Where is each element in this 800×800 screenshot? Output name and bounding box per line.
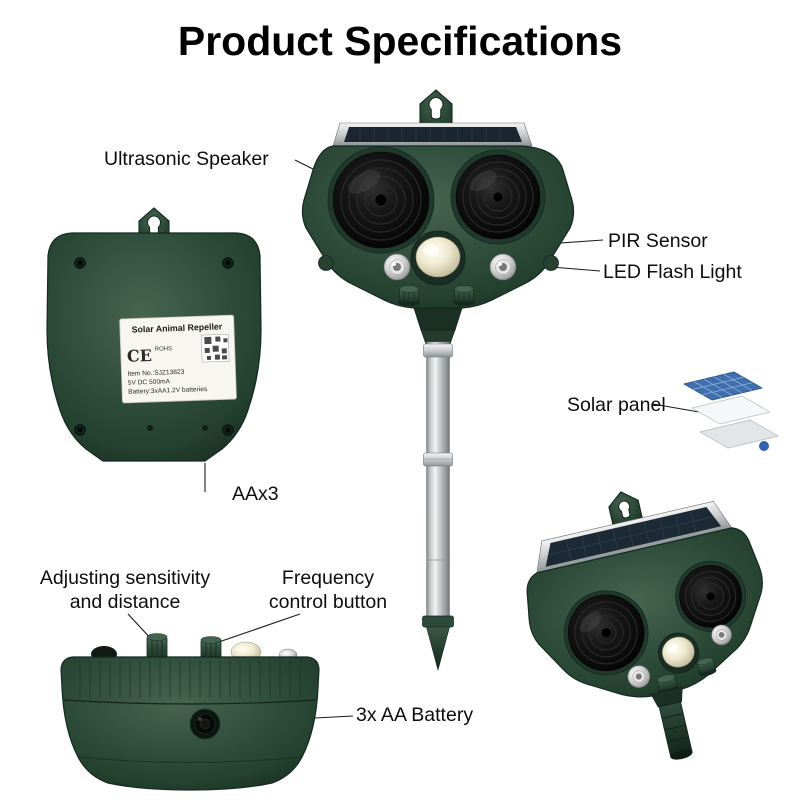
rohs-mark: ROHS (155, 346, 173, 353)
stub-ridge (661, 713, 684, 719)
keyhole (147, 215, 161, 236)
ce-mark: CE (127, 346, 153, 366)
solar-panel-top (344, 127, 522, 142)
ultrasonic-speaker-right (450, 149, 546, 245)
label-aax3: AAx3 (232, 483, 279, 505)
pir-sensor-dome (410, 230, 466, 286)
qr-code (200, 333, 230, 363)
solar-panel-layers-illustration (683, 371, 779, 451)
label-adjusting-sensitivity: Adjusting sensitivity and distance (20, 566, 230, 614)
leader-line-frequency (215, 613, 301, 644)
device-back-view: Solar Animal Repeller CE ROHS Item No.:S… (46, 207, 262, 462)
label-led-flash-light: LED Flash Light (603, 261, 742, 283)
stake-sleeve (423, 343, 453, 358)
leader-line-solar-panel (652, 403, 700, 413)
frequency-knob (200, 636, 222, 660)
label-ultrasonic-speaker: Ultrasonic Speaker (104, 148, 269, 170)
ultrasonic-speaker-left (563, 590, 649, 676)
stub-ridge (667, 736, 689, 743)
sticker-battery-spec: Battery:3xAA1.2V batteries (128, 386, 208, 396)
solar-grid (548, 511, 714, 560)
sensitivity-knob (398, 285, 420, 306)
led-flash-light-right (711, 624, 732, 646)
sticker-product-name: Solar Animal Repeller (132, 321, 223, 334)
tip-collar (422, 615, 454, 628)
side-screw-left (318, 255, 334, 271)
page-title: Product Specifications (177, 18, 623, 64)
label-3aa-battery: 3x AA Battery (356, 704, 474, 726)
label-frequency-control: Frequency control button (253, 566, 403, 614)
layer-top-solar (683, 371, 763, 401)
ultrasonic-speaker-left (327, 146, 435, 254)
device-neck (413, 307, 463, 331)
label-pir-sensor: PIR Sensor (608, 230, 708, 252)
sticker-item-no: Item No.:SJZ13823 (127, 369, 184, 378)
label-line: control button (268, 591, 388, 613)
label-line: Frequency (281, 567, 375, 589)
bottom-seam (63, 699, 317, 705)
ground-stake (426, 341, 450, 628)
layer-bottom (699, 419, 779, 449)
stub-end (670, 750, 693, 760)
led-flash-light-right (489, 253, 517, 281)
stub-ridge (664, 724, 687, 731)
mount-stub (658, 701, 693, 758)
led-flash-light-left (383, 253, 411, 281)
layer-middle (691, 395, 771, 425)
led-flash-light-left (627, 665, 651, 688)
side-screw-right (543, 255, 559, 271)
keyhole (618, 500, 631, 519)
frequency-knob (453, 285, 475, 306)
ultrasonic-speaker-right (675, 560, 747, 632)
battery-cap (189, 708, 221, 740)
label-solar-panel: Solar panel (567, 394, 666, 416)
solar-cell-grid (693, 374, 753, 398)
label-line: and distance (69, 591, 181, 613)
pir-sensor-dome (658, 632, 699, 674)
blue-dot (759, 441, 769, 451)
device-front-view (301, 89, 575, 672)
stake-coupling (423, 452, 453, 467)
sensitivity-knob (146, 633, 168, 660)
device-bottom-view (60, 633, 320, 791)
solar-grid (359, 128, 501, 141)
keyhole (428, 96, 444, 120)
device-angled-view (526, 491, 763, 760)
label-line: Adjusting sensitivity (39, 567, 211, 589)
stake-tip (426, 626, 450, 672)
spec-sticker: Solar Animal Repeller CE ROHS Item No.:S… (119, 314, 237, 404)
rib-texture (79, 661, 301, 698)
bottom-edge-band (77, 756, 303, 763)
sticker-power: 5V DC 500mA (128, 378, 171, 386)
back-screws (74, 257, 234, 436)
frequency-knob (696, 657, 717, 677)
mount-neck (650, 686, 683, 708)
